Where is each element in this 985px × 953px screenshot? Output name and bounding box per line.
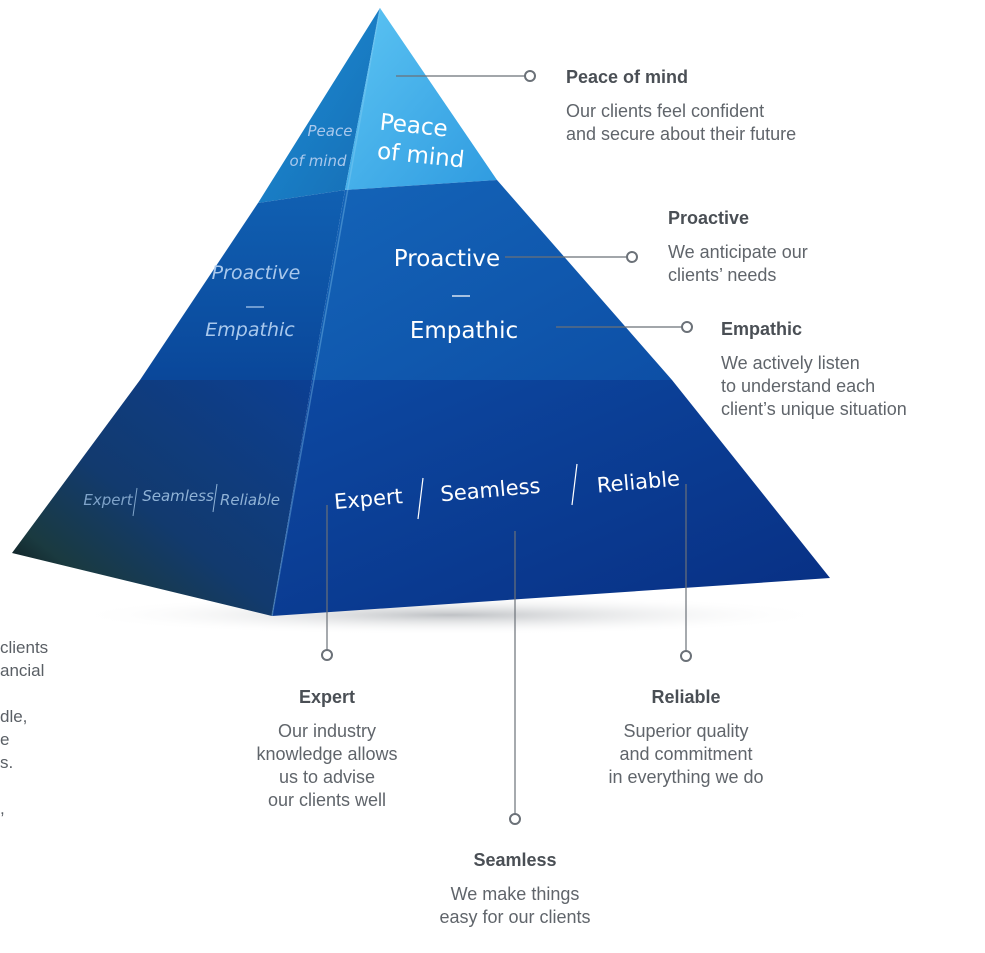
front-proactive: Proactive xyxy=(394,246,500,272)
callout-proactive-desc: We anticipate our clients’ needs xyxy=(668,242,808,285)
callout-empathic: Empathic We actively listen to understan… xyxy=(721,318,907,421)
pyramid-front-middle xyxy=(312,180,672,380)
front-empathic: Empathic xyxy=(410,318,518,344)
callout-peace-of-mind: Peace of mind Our clients feel confident… xyxy=(566,66,796,146)
left-empathic: Empathic xyxy=(205,319,295,341)
left-seamless: Seamless xyxy=(142,487,214,505)
callout-reliable: Reliable Superior quality and commitment… xyxy=(571,686,801,789)
callout-empathic-title: Empathic xyxy=(721,319,803,339)
connector-peace-dot xyxy=(524,70,536,82)
left-reliable: Reliable xyxy=(220,491,280,509)
front-divider-1 xyxy=(417,477,424,520)
clipped-left-text: clients ancial dle, e s. , xyxy=(0,638,49,818)
callout-proactive: Proactive We anticipate our clients’ nee… xyxy=(668,207,808,287)
front-expert: Expert xyxy=(333,484,404,514)
callout-seamless-desc: We make things easy for our clients xyxy=(439,884,591,927)
left-peace-line2: of mind xyxy=(289,152,347,170)
connector-reliable-dot xyxy=(680,650,692,662)
connector-seamless-dot xyxy=(509,813,521,825)
callout-seamless: Seamless We make things easy for our cli… xyxy=(400,849,630,929)
connectors xyxy=(321,70,693,825)
left-expert: Expert xyxy=(83,491,133,509)
callout-reliable-title: Reliable xyxy=(651,687,721,707)
left-face-labels: Peace of mind Proactive Empathic Expert … xyxy=(83,122,353,517)
pyramid-front-bottom xyxy=(272,380,830,616)
callout-expert-desc: Our industry knowledge allows us to advi… xyxy=(256,721,398,810)
pyramid-left-bottom xyxy=(12,380,312,616)
callout-seamless-title: Seamless xyxy=(473,850,557,870)
callout-peace-desc: Our clients feel confident and secure ab… xyxy=(566,101,797,144)
pyramid-left-top xyxy=(258,8,380,203)
callout-reliable-desc: Superior quality and commitment in every… xyxy=(608,721,764,787)
connector-expert-dot xyxy=(321,649,333,661)
left-divider-2 xyxy=(212,483,218,513)
left-proactive: Proactive xyxy=(212,262,301,284)
front-divider-2 xyxy=(571,463,578,506)
callout-expert-title: Expert xyxy=(298,687,356,707)
callout-peace-title: Peace of mind xyxy=(566,67,689,87)
connector-proactive-dot xyxy=(626,251,638,263)
connector-empathic-dot xyxy=(681,321,693,333)
callout-expert: Expert Our industry knowledge allows us … xyxy=(227,686,427,812)
callout-proactive-title: Proactive xyxy=(668,208,750,228)
pyramid-front-top xyxy=(345,8,497,190)
pyramid-left-middle xyxy=(140,190,345,380)
left-divider-1 xyxy=(132,487,138,517)
left-peace-line1: Peace xyxy=(308,122,353,140)
callout-empathic-desc: We actively listen to understand each cl… xyxy=(721,353,907,419)
pyramid-edge xyxy=(271,7,381,617)
